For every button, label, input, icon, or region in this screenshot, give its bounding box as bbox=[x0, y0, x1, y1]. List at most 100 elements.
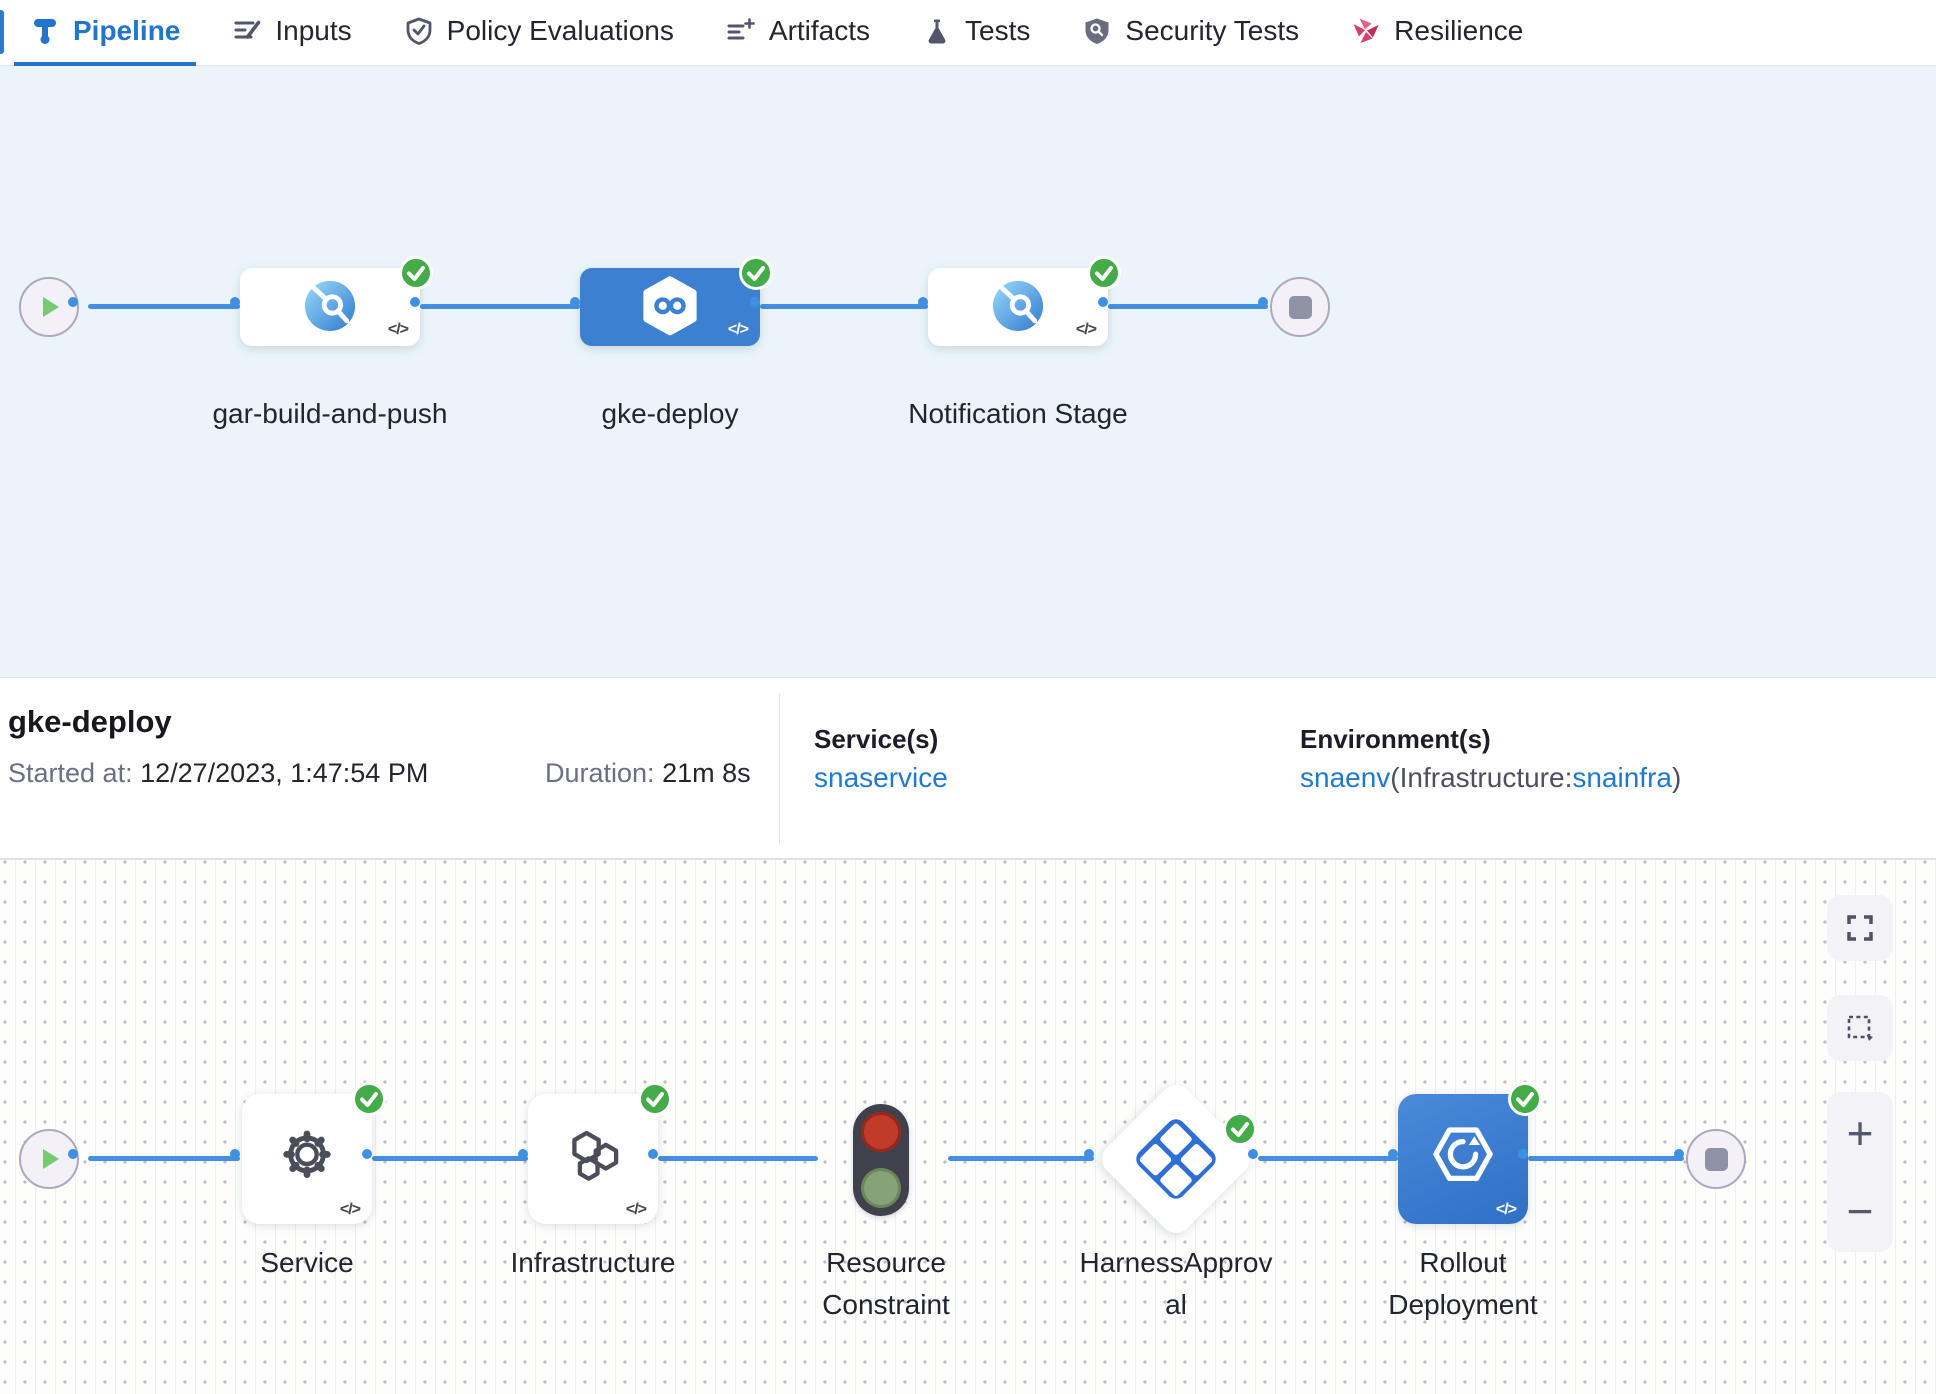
connector-dot[interactable] bbox=[1388, 1149, 1398, 1159]
cd-stage-icon bbox=[640, 276, 700, 336]
step-label[interactable]: Resource Constraint bbox=[822, 1247, 950, 1320]
duration-row: Duration: 21m 8s bbox=[545, 758, 751, 789]
code-view-icon[interactable]: </> bbox=[339, 1201, 361, 1218]
connector-dot[interactable] bbox=[1084, 1149, 1094, 1159]
connector-dot[interactable] bbox=[68, 297, 78, 307]
connector-dot[interactable] bbox=[1248, 1149, 1258, 1159]
step-label[interactable]: HarnessApproval bbox=[1079, 1247, 1273, 1320]
connector-dot[interactable] bbox=[1098, 297, 1108, 307]
services-label: Service(s) bbox=[814, 724, 939, 754]
zoom-out-button[interactable]: − bbox=[1846, 1185, 1874, 1237]
tab-label: Policy Evaluations bbox=[446, 15, 674, 46]
graph-end-node[interactable] bbox=[1270, 277, 1330, 337]
connector-dot[interactable] bbox=[918, 297, 928, 307]
connector-dot[interactable] bbox=[410, 297, 420, 307]
connector-line bbox=[948, 1156, 1094, 1161]
zoom-controls: + − bbox=[1827, 1092, 1893, 1252]
connector-dot[interactable] bbox=[362, 1149, 372, 1159]
tab-tests[interactable]: Tests bbox=[906, 0, 1046, 66]
connector-dot[interactable] bbox=[570, 297, 580, 307]
zoom-in-button[interactable]: + bbox=[1846, 1107, 1874, 1159]
connector-dot[interactable] bbox=[230, 1149, 240, 1159]
tab-pipeline[interactable]: Pipeline bbox=[14, 0, 197, 66]
connector-line bbox=[760, 304, 928, 309]
graph-end-node[interactable] bbox=[1686, 1129, 1746, 1189]
fullscreen-button[interactable] bbox=[1827, 895, 1893, 961]
tab-label: Security Tests bbox=[1125, 15, 1300, 46]
connector-dot[interactable] bbox=[230, 297, 240, 307]
tab-label: Resilience bbox=[1394, 15, 1524, 46]
step-card-service[interactable]: </> bbox=[242, 1082, 386, 1224]
code-view-icon[interactable]: </> bbox=[625, 1201, 647, 1218]
step-card-infrastructure[interactable]: </> bbox=[528, 1082, 672, 1224]
duration-value: 21m 8s bbox=[662, 758, 751, 788]
connector-line bbox=[88, 304, 240, 309]
tab-resilience[interactable]: Resilience bbox=[1335, 0, 1539, 66]
connector-line bbox=[1108, 304, 1268, 309]
stage-label[interactable]: Notification Stage bbox=[908, 398, 1128, 429]
tab-security-tests[interactable]: Security Tests bbox=[1066, 0, 1315, 66]
step-card-harness-approval[interactable] bbox=[1095, 1078, 1257, 1240]
step-card-rollout-deployment[interactable]: </> bbox=[1398, 1082, 1542, 1224]
resilience-pinwheel-icon bbox=[1351, 16, 1381, 46]
ci-stage-icon bbox=[303, 279, 357, 333]
fullscreen-icon bbox=[1847, 915, 1873, 941]
nav-edge-indicator bbox=[0, 10, 4, 54]
tab-label: Inputs bbox=[275, 15, 352, 46]
environment-link[interactable]: snaenv bbox=[1300, 762, 1391, 793]
tab-inputs[interactable]: Inputs bbox=[216, 0, 367, 66]
tab-bar: Pipeline Inputs Policy Evaluations Artif… bbox=[0, 0, 1936, 66]
service-gear-icon bbox=[278, 1125, 336, 1183]
service-link[interactable]: snaservice bbox=[814, 762, 948, 793]
success-check-badge bbox=[638, 1082, 672, 1116]
code-view-icon[interactable]: </> bbox=[1495, 1201, 1517, 1218]
connector-dot[interactable] bbox=[1258, 297, 1268, 307]
step-label[interactable]: Rollout Deployment bbox=[1388, 1247, 1538, 1320]
step-label[interactable]: Service bbox=[260, 1247, 354, 1278]
connector-dot[interactable] bbox=[1518, 1149, 1528, 1159]
code-view-icon[interactable]: </> bbox=[387, 321, 409, 338]
connector-dot[interactable] bbox=[518, 1149, 528, 1159]
stage-label[interactable]: gke-deploy bbox=[601, 398, 739, 429]
connector-dot[interactable] bbox=[68, 1149, 78, 1159]
stage-card-gar-build-and-push[interactable]: </> bbox=[240, 256, 433, 346]
connector-dot[interactable] bbox=[1674, 1149, 1684, 1159]
execution-graph: </> </> bbox=[0, 860, 1936, 1394]
stage-card-notification-stage[interactable]: </> bbox=[928, 256, 1121, 346]
marquee-select-icon bbox=[1847, 1015, 1873, 1041]
play-icon bbox=[43, 1149, 59, 1169]
ci-stage-icon bbox=[991, 279, 1045, 333]
tab-artifacts[interactable]: Artifacts bbox=[710, 0, 886, 66]
graph-start-node[interactable] bbox=[19, 1129, 79, 1189]
resource-constraint-traffic-light-icon[interactable] bbox=[853, 1104, 909, 1216]
stop-icon bbox=[1288, 295, 1312, 319]
code-view-icon[interactable]: </> bbox=[1075, 321, 1097, 338]
red-light bbox=[861, 1112, 901, 1152]
code-view-icon[interactable]: </> bbox=[727, 321, 749, 338]
success-check-badge bbox=[399, 256, 433, 290]
approval-icon bbox=[1132, 1115, 1220, 1203]
stage-card-gke-deploy-selected[interactable]: </> bbox=[580, 256, 773, 346]
duration-label: Duration: bbox=[545, 758, 655, 788]
connector-dot[interactable] bbox=[750, 297, 760, 307]
marquee-select-button[interactable] bbox=[1827, 995, 1893, 1061]
started-at-value: 12/27/2023, 1:47:54 PM bbox=[140, 758, 429, 788]
infrastructure-link[interactable]: snainfra bbox=[1572, 762, 1672, 793]
tab-policy-evaluations[interactable]: Policy Evaluations bbox=[388, 0, 690, 66]
pipeline-icon bbox=[30, 16, 60, 46]
environments-label: Environment(s) bbox=[1300, 724, 1491, 754]
success-check-badge bbox=[739, 256, 773, 290]
stage-title: gke-deploy bbox=[8, 704, 172, 739]
connector-dot[interactable] bbox=[648, 1149, 658, 1159]
step-label[interactable]: Infrastructure bbox=[510, 1247, 676, 1278]
graph-start-node[interactable] bbox=[19, 277, 79, 337]
stage-label[interactable]: gar-build-and-push bbox=[212, 398, 448, 429]
stop-icon bbox=[1704, 1147, 1728, 1171]
success-check-badge bbox=[1087, 256, 1121, 290]
infrastructure-prefix: (Infrastructure: bbox=[1390, 762, 1573, 793]
connector-line bbox=[372, 1156, 528, 1161]
stage-details-bar: gke-deploy Started at: 12/27/2023, 1:47:… bbox=[0, 677, 1936, 860]
connector-line bbox=[658, 1156, 818, 1161]
started-at-row: Started at: 12/27/2023, 1:47:54 PM bbox=[8, 758, 428, 789]
pipeline-stage-graph: </> </> </> bbox=[0, 66, 1936, 677]
